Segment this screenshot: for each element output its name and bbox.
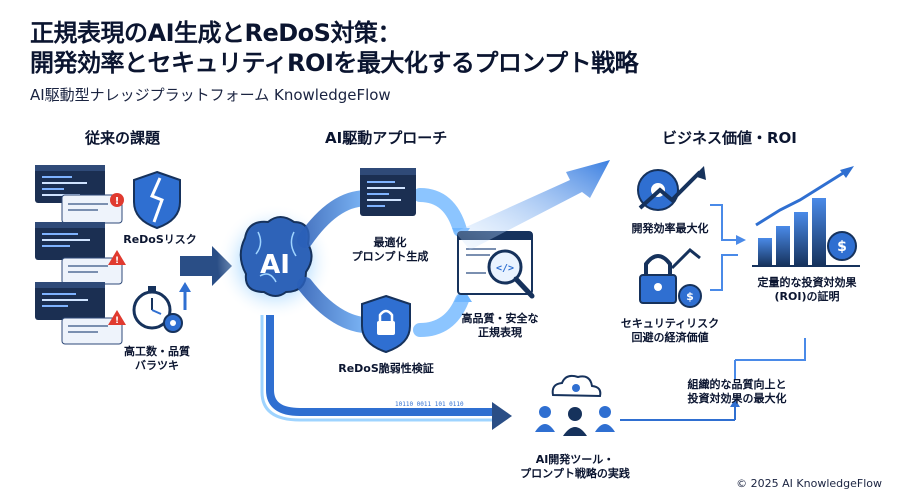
quality-line-1: 高品質・安全な (461, 312, 539, 325)
title-line-2: 開発効率とセキュリティROIを最大化するプロンプト戦略 (30, 49, 639, 77)
roi-line-1: 定量的な投資対効果 (757, 276, 857, 289)
security-value-label: セキュリティリスク 回避の経済価値 (614, 317, 726, 345)
workload-line-1: 高工数・品質 (124, 345, 190, 358)
code-window-icon (35, 165, 105, 203)
ai-tools-label: AI開発ツール・ プロンプト戦略の実践 (510, 453, 640, 481)
warning-icon: ! (108, 310, 126, 326)
arrow-to-tools-icon (492, 402, 512, 430)
section-heading-ai-approach: AI駆動アプローチ (325, 129, 448, 147)
workload-label: 高工数・品質 バラツキ (112, 345, 202, 373)
prompt-line-2: プロンプト生成 (351, 250, 429, 263)
stopwatch-icon (132, 286, 172, 330)
svg-text:10110 0011 101 0110: 10110 0011 101 0110 (395, 401, 464, 408)
svg-text:</>: </> (496, 263, 514, 274)
tools-line-2: プロンプト戦略の実践 (520, 467, 630, 480)
rising-arrow-icon (455, 160, 610, 250)
prompt-line-1: 最適化 (373, 236, 407, 249)
broken-shield-icon (133, 170, 181, 230)
svg-text:!: ! (115, 256, 119, 266)
gear-icon (163, 313, 183, 333)
legacy-code-windows: ! ! ! (35, 165, 126, 345)
magnifier-icon: </> (487, 249, 535, 299)
org-line-2: 投資対効果の最大化 (687, 392, 787, 405)
svg-text:!: ! (115, 316, 119, 326)
efficiency-label: 開発効率最大化 (631, 222, 709, 235)
redos-risk-label: ReDoSリスク (123, 233, 197, 246)
warning-icon: ! (108, 250, 126, 266)
ai-brain-icon (239, 216, 313, 297)
team-cloud-icon (535, 374, 615, 436)
title-line-1: 正規表現のAI生成とReDoS対策： (30, 19, 401, 47)
svg-text:$: $ (686, 290, 694, 303)
roi-bar-chart-icon: $ (752, 166, 860, 267)
copyright-notice: © 2025 AI KnowledgeFlow (736, 477, 882, 490)
org-quality-label: 組織的な品質向上と 投資対効果の最大化 (672, 378, 802, 406)
roi-line-2: (ROI)の証明 (774, 290, 840, 303)
page-subtitle: AI駆動型ナレッジプラットフォーム KnowledgeFlow (30, 86, 391, 104)
redos-check-label: ReDoS脆弱性検証 (338, 362, 434, 375)
org-line-1: 組織的な品質向上と (687, 378, 787, 391)
quality-line-2: 正規表現 (478, 326, 522, 339)
section-heading-challenges: 従来の課題 (85, 129, 161, 147)
ai-label: AI (260, 250, 290, 280)
arrow-up-icon (179, 282, 191, 310)
tools-line-1: AI開発ツール・ (535, 453, 615, 466)
roi-proof-label: 定量的な投資対効果 (ROI)の証明 (747, 276, 867, 304)
page-title: 正規表現のAI生成とReDoS対策： 開発効率とセキュリティROIを最大化するプ… (30, 18, 639, 78)
code-window-icon (35, 282, 105, 320)
quality-regex-label: 高品質・安全な 正規表現 (450, 312, 550, 340)
security-line-1: セキュリティリスク (620, 317, 720, 330)
padlock-coin-icon: $ (639, 247, 702, 308)
svg-text:!: ! (115, 196, 120, 207)
section-heading-business-value: ビジネス価値・ROI (662, 129, 797, 147)
svg-text:$: $ (837, 239, 847, 255)
optimized-prompt-label: 最適化 プロンプト生成 (340, 236, 440, 264)
gear-growth-icon (637, 166, 706, 211)
workload-line-2: バラツキ (135, 359, 179, 372)
lock-shield-icon (361, 294, 411, 354)
warning-icon: ! (110, 193, 124, 207)
security-line-2: 回避の経済価値 (631, 331, 709, 344)
code-window-icon (35, 222, 105, 260)
prompt-code-window-icon (360, 168, 416, 216)
